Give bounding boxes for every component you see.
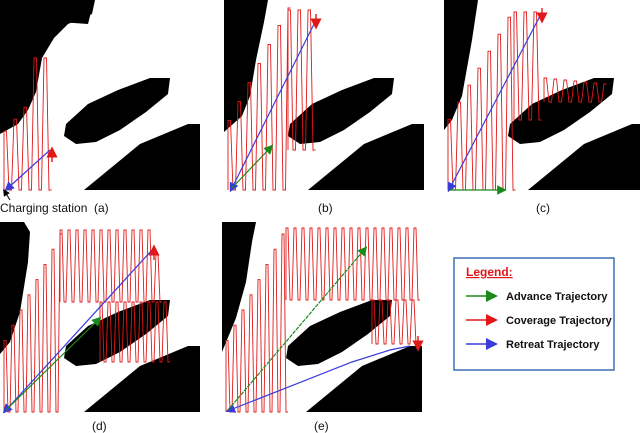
coverage-path [225,233,288,413]
retreat-arrow [447,15,541,193]
panel-a: Charging station (a) [0,0,200,215]
obstacle-middle-blob [64,300,170,366]
coverage-path [371,299,418,345]
advance-arrow [5,316,102,411]
legend-advance-label: Advance Trajectory [506,291,608,303]
obstacles [0,0,200,190]
obstacle-left-wall [0,0,95,134]
legend-retreat-label: Retreat Trajectory [506,339,600,351]
coverage-path [227,7,291,191]
coverage-trajectory [225,227,420,413]
obstacle-lower-right [308,124,424,190]
obstacle-middle-blob [288,78,394,144]
obstacles [0,222,200,412]
coverage-path [513,11,542,121]
legend-title: Legend: [466,265,513,279]
obstacle-middle-blob [286,300,392,366]
coverage-trajectory [3,229,170,413]
legend-coverage-label: Coverage Trajectory [506,315,613,327]
panel-label-a: (a) [94,201,109,215]
panel-label-d: (d) [92,419,107,433]
obstacle-left-wall [222,222,256,352]
obstacle-left-wall [224,0,268,132]
retreat-arrow [2,249,153,414]
obstacle-middle-blob [64,78,170,144]
advance-arrow [231,144,274,189]
panel-label-b: (b) [318,201,333,215]
obstacle-lower-right [528,124,640,190]
obstacles [224,0,424,190]
panel-label-c: (c) [536,201,550,215]
coverage-path [543,77,607,103]
coverage-path [285,227,420,301]
obstacle-lower-right [306,346,422,412]
legend-box [453,257,615,371]
retreat-arrow [4,149,51,192]
coverage-path [59,229,162,303]
coverage-trajectory [227,7,316,191]
obstacles [444,0,640,190]
obstacles [222,222,422,412]
panel-e: (e) [222,222,424,433]
obstacle-left-wall [0,222,30,354]
charging-station-label: Charging station [0,201,87,215]
retreat-arrow [225,345,411,413]
panel-b: (b) [224,0,424,215]
obstacle-upper-peak [0,0,94,24]
legend: Legend: Advance Trajectory Coverage Traj… [453,257,615,371]
panel-label-e: (e) [314,419,329,433]
panel-d: (d) [0,222,200,433]
panel-c: (c) [444,0,640,215]
coverage-path [99,301,170,363]
coverage-path [3,233,62,413]
obstacle-lower-right [84,124,200,190]
charging-station-pointer [3,189,11,201]
coverage-path [287,9,316,151]
retreat-arrow [229,19,317,193]
obstacle-left-wall [444,0,478,130]
obstacle-lower-right [84,346,200,412]
obstacle-middle-blob [508,78,614,144]
